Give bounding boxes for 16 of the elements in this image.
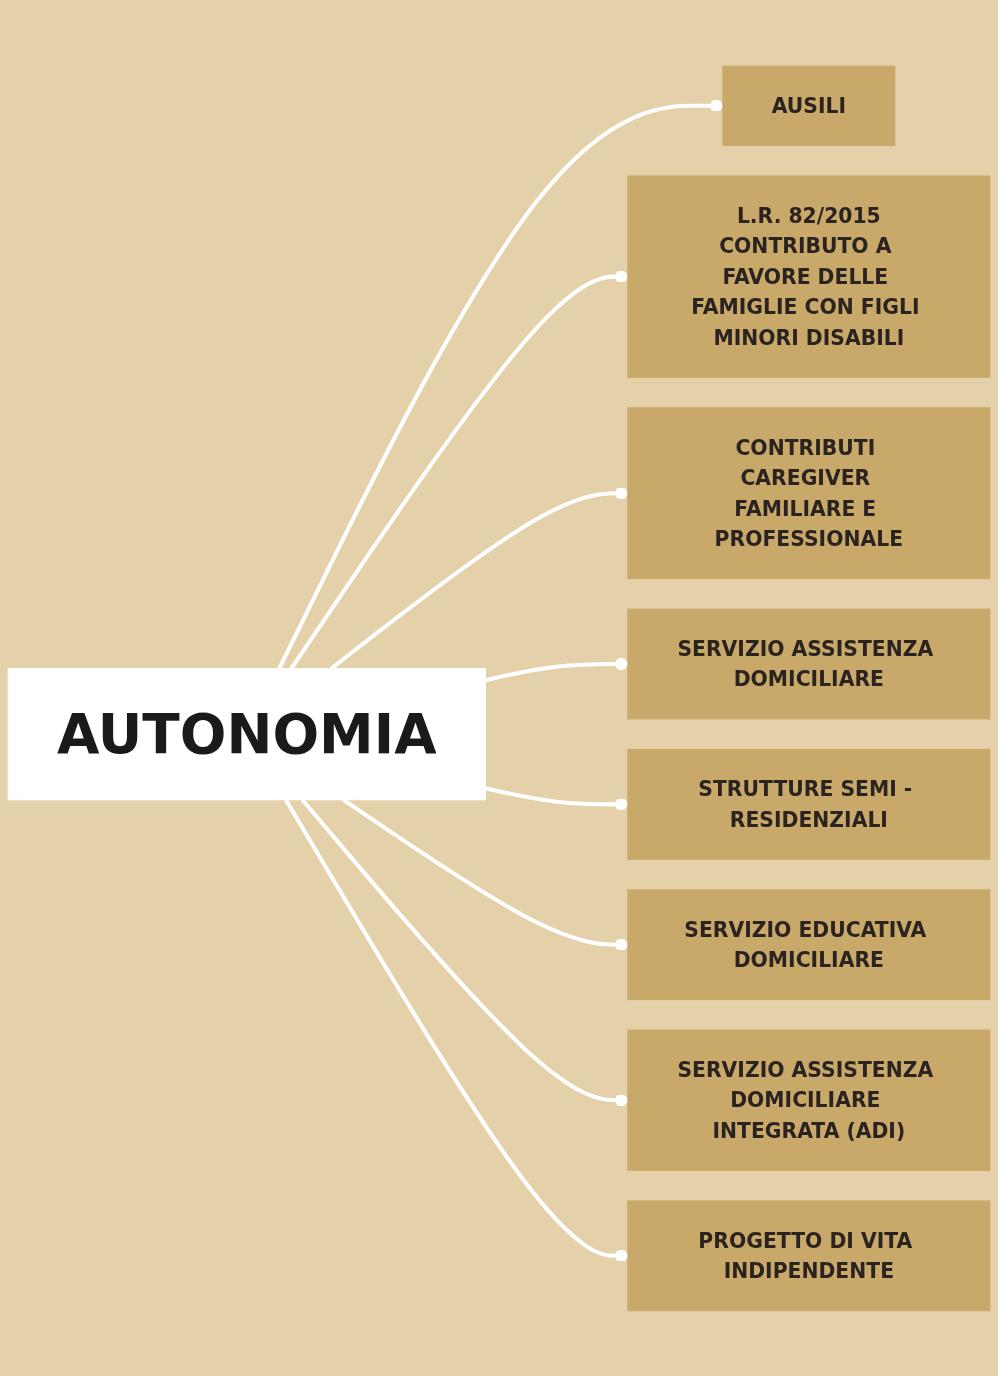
connector bbox=[329, 486, 628, 670]
node-box: SERVIZIO ASSISTENZA DOMICILIARE bbox=[627, 608, 991, 719]
connector bbox=[300, 798, 628, 1106]
node-box: STRUTTURE SEMI - RESIDENZIALI bbox=[627, 748, 991, 860]
node-box: AUTONOMIA bbox=[7, 667, 486, 800]
node-box: CONTRIBUTI CAREGIVER FAMILIARE E PROFESSIONALE bbox=[627, 406, 991, 579]
connector bbox=[485, 657, 628, 682]
node-box: SERVIZIO EDUCATIVA DOMICILIARE bbox=[627, 888, 991, 1000]
connector bbox=[284, 798, 628, 1262]
node-box: PROGETTO DI VITA INDIPENDENTE bbox=[627, 1199, 991, 1311]
node-box: AUSILI bbox=[722, 65, 896, 146]
connector bbox=[277, 99, 723, 670]
connector bbox=[289, 270, 628, 670]
node-box: SERVIZIO ASSISTENZA DOMICILIARE INTEGRATA (ADI) bbox=[627, 1029, 991, 1171]
node-box: L.R. 82/2015 CONTRIBUTO A FAVORE DELLE FAMIGLIE CON FIGLI MINORI DISABILI bbox=[627, 175, 991, 378]
connector bbox=[485, 785, 628, 811]
